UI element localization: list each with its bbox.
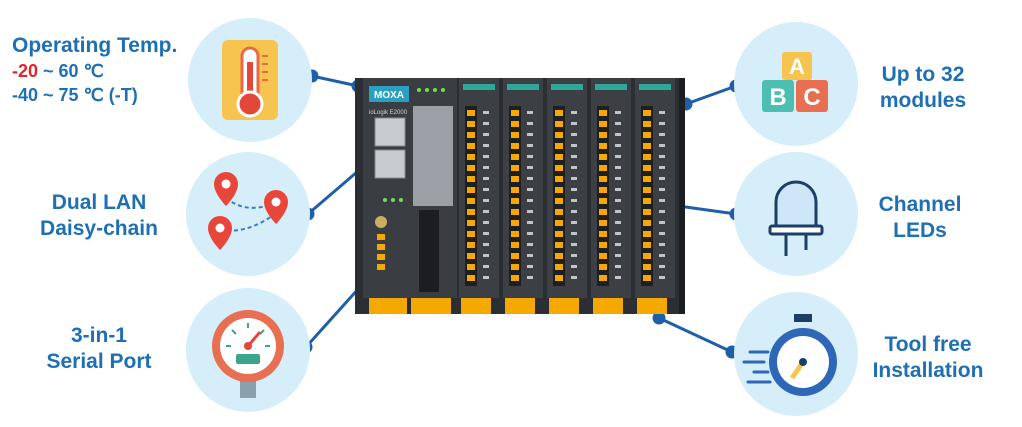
temp-range-wide: -40 ~ 75 ℃ (-T) [12,85,138,105]
brand-badge [369,86,409,102]
tool-line2: Installation [872,359,984,382]
block-b-letter: B [769,84,786,111]
temp-title: Operating Temp. [12,34,178,57]
block-c-letter: C [803,84,820,111]
serial-line1: 3-in-1 [70,324,127,347]
connector-modules [685,84,737,106]
leds-feature-label: Channel LEDs [860,192,980,244]
io-module [503,78,543,298]
leds-line2: LEDs [893,219,947,242]
modules-feature-circle: A B C [734,22,858,146]
cover-panel [413,106,453,206]
gauge-icon [212,310,284,398]
tool-line1: Tool free [884,333,972,356]
model-text: ioLogik E2000 [369,110,408,116]
block-a-letter: A [789,54,805,79]
stopwatch-icon [742,314,837,396]
io-module [635,78,675,298]
brand-text: MOXA [374,90,404,101]
temp-range-rest: ~ 60 ℃ [38,61,104,81]
serial-terminals [377,234,385,270]
temp-range-standard: -20 ~ 60 ℃ [12,59,212,83]
terminal-feet [369,298,667,314]
io-module [459,78,499,298]
leds-line1: Channel [878,193,962,216]
lan-feature-label: Dual LAN Daisy-chain [14,190,184,242]
power-terminal [419,210,439,292]
connector-temp [311,74,359,88]
modules-feature-label: Up to 32 modules [858,62,988,114]
leds-feature-circle [734,152,858,276]
pin-icon [208,216,232,250]
tool-feature-circle [734,292,858,416]
rotary-switch [375,216,387,228]
modules-line2: modules [879,89,967,112]
io-controller-device: MOXA ioLogik E2000 [355,78,685,314]
thermometer-icon [222,40,278,120]
io-module [591,78,631,298]
temp-feature-circle [188,18,312,142]
temp-feature-label: Operating Temp. -20 ~ 60 ℃ -40 ~ 75 ℃ (-… [12,33,212,107]
serial-feature-circle [186,288,310,412]
lan-port-2 [374,149,406,179]
serial-line2: Serial Port [46,350,152,373]
io-module [547,78,587,298]
serial-feature-label: 3-in-1 Serial Port [14,323,184,375]
lan-line2: Daisy-chain [40,217,158,240]
connector-tool [658,316,733,354]
tool-feature-label: Tool free Installation [858,332,998,384]
lan-feature-circle [186,152,310,276]
led-bulb-icon [768,180,824,256]
map-pins-icon [208,172,288,250]
abc-blocks-icon: A B C [762,52,828,112]
status-leds [417,88,445,92]
lan-port-1 [374,117,406,147]
pin-icon [214,172,238,206]
pin-icon [264,190,288,224]
modules-line1: Up to 32 [881,63,965,86]
lan-line1: Dual LAN [51,191,147,214]
temp-range-low: -20 [12,61,39,81]
